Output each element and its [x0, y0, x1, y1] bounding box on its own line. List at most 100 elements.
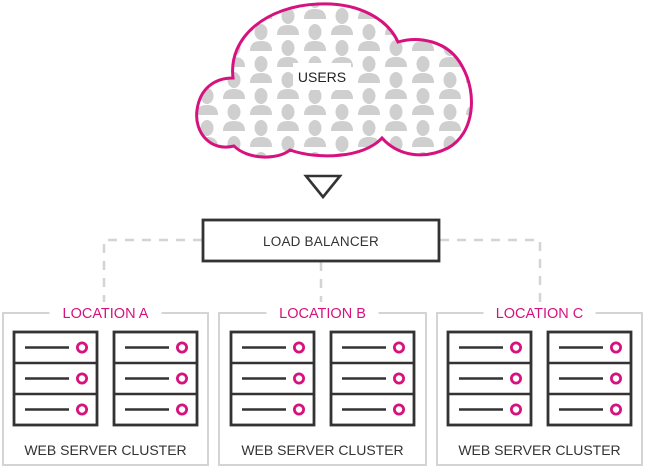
- status-led-icon: [610, 341, 623, 354]
- person-icon: [439, 8, 461, 35]
- server-unit: [342, 341, 405, 354]
- status-led-icon: [292, 341, 305, 354]
- person-icon: [196, 120, 218, 147]
- person-icon: [223, 8, 245, 35]
- status-led-icon: [392, 372, 405, 385]
- person-icon: [331, 104, 353, 131]
- cloud-outline: [195, 2, 473, 159]
- person-icon: [493, 104, 515, 131]
- server-unit: [548, 392, 631, 416]
- person-icon: [493, 40, 515, 67]
- person-icon: [304, 88, 326, 115]
- server-rack: [446, 330, 533, 427]
- person-icon: [331, 8, 353, 35]
- location-c: LOCATION C WEB SERVER CLUSTER: [436, 302, 643, 466]
- person-icon: [412, 24, 434, 51]
- person-icon: [250, 120, 272, 147]
- server-unit: [459, 341, 522, 354]
- status-led-icon: [392, 403, 405, 416]
- person-icon: [277, 136, 299, 158]
- location-label-bg: [266, 302, 379, 322]
- status-led-icon: [76, 341, 89, 354]
- status-led-icon: [175, 341, 188, 354]
- location-label: LOCATION C: [496, 306, 584, 322]
- person-icon: [385, 72, 407, 99]
- status-led-icon: [175, 403, 188, 416]
- server-unit: [231, 361, 314, 385]
- person-icon: [331, 136, 353, 158]
- server-unit: [14, 392, 97, 416]
- person-icon: [470, 152, 472, 158]
- server-unit: [331, 392, 414, 416]
- status-led-icon: [509, 372, 522, 385]
- connector-to-location-a: [102, 238, 202, 302]
- person-icon: [277, 72, 299, 99]
- status-led-icon: [76, 403, 89, 416]
- connector-to-location-c: [440, 238, 542, 302]
- person-icon: [466, 24, 472, 51]
- status-led-icon: [509, 341, 522, 354]
- person-icon: [331, 40, 353, 67]
- connector-lines: [102, 238, 542, 302]
- person-icon: [196, 56, 218, 83]
- person-icon: [466, 88, 472, 115]
- server-rack: [546, 330, 633, 427]
- location-label-bg: [483, 302, 596, 322]
- cluster-label: WEB SERVER CLUSTER: [458, 442, 620, 458]
- user-icon-grid: [196, 3, 515, 195]
- person-icon: [385, 8, 407, 35]
- locations: LOCATION A WEB SERVER CLUSTER LOCATION B WE…: [2, 302, 643, 466]
- users-cloud: USERS: [195, 2, 515, 195]
- person-icon: [412, 3, 434, 19]
- person-icon: [466, 3, 472, 19]
- person-icon: [196, 24, 218, 51]
- server-unit: [448, 361, 531, 385]
- person-icon: [412, 120, 434, 147]
- users-label: USERS: [298, 69, 346, 85]
- person-icon: [385, 40, 407, 67]
- person-icon: [412, 56, 434, 83]
- server-unit: [14, 361, 97, 385]
- location-label: LOCATION A: [63, 306, 149, 322]
- server-unit: [331, 361, 414, 385]
- server-unit: [25, 341, 89, 354]
- person-icon: [304, 120, 326, 147]
- server-unit: [559, 341, 623, 354]
- person-icon: [385, 168, 407, 195]
- person-icon: [493, 72, 515, 99]
- person-icon: [223, 136, 245, 158]
- load-balancer-label: LOAD BALANCER: [263, 234, 379, 249]
- person-icon: [439, 40, 461, 67]
- status-led-icon: [292, 372, 305, 385]
- person-icon: [358, 56, 380, 83]
- cluster-label: WEB SERVER CLUSTER: [241, 442, 403, 458]
- cluster-label: WEB SERVER CLUSTER: [24, 442, 186, 458]
- status-led-icon: [509, 403, 522, 416]
- server-rack: [229, 330, 316, 427]
- person-icon: [196, 3, 218, 19]
- person-icon: [362, 152, 376, 158]
- person-icon: [358, 24, 380, 51]
- location-label: LOCATION B: [279, 306, 366, 322]
- server-unit: [114, 361, 197, 385]
- server-unit: [125, 341, 188, 354]
- person-icon: [304, 24, 326, 51]
- person-icon: [439, 168, 461, 195]
- status-led-icon: [76, 372, 89, 385]
- person-icon: [493, 8, 515, 35]
- server-unit: [548, 361, 631, 385]
- person-icon: [277, 40, 299, 67]
- status-led-icon: [292, 403, 305, 416]
- person-icon: [493, 136, 515, 163]
- users-label-bg: [293, 63, 351, 90]
- person-icon: [385, 104, 407, 131]
- person-icon: [277, 168, 299, 195]
- person-icon: [250, 24, 272, 51]
- server-unit: [114, 392, 197, 416]
- person-icon: [200, 152, 214, 158]
- person-icon: [250, 56, 272, 83]
- person-icon: [358, 88, 380, 115]
- load-balancer-box: [201, 218, 441, 263]
- person-icon: [277, 8, 299, 35]
